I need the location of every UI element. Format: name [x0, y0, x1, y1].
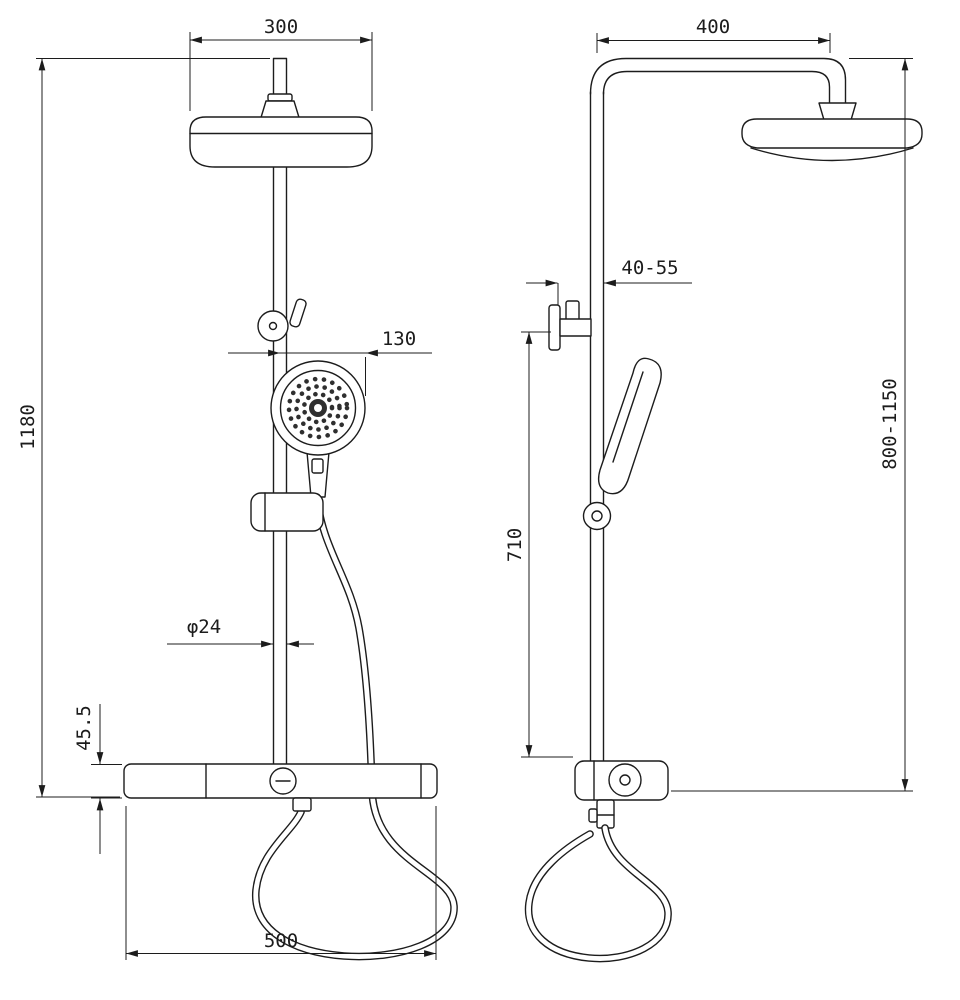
nozzle-ring-outer — [286, 376, 350, 440]
dim-130-label: 130 — [382, 328, 416, 350]
slider-holder — [250, 492, 324, 532]
wall-bracket — [548, 300, 592, 351]
diverter-lever — [289, 298, 307, 328]
dim-1180-ext — [36, 58, 270, 798]
dim-dia-label: φ24 — [187, 616, 221, 638]
dim-455-label: 45.5 — [73, 705, 95, 751]
dim-500-label: 500 — [264, 930, 298, 952]
diverter-knob — [257, 298, 307, 342]
head-cone-front — [260, 100, 300, 119]
shower-hose-front-outline — [252, 493, 458, 961]
handle-button — [311, 458, 324, 474]
overhead-shower-side — [741, 118, 923, 149]
dim-710-label: 710 — [504, 528, 526, 562]
diverter-pivot — [268, 321, 278, 331]
dim-wall-clearance: 40-55 — [526, 257, 692, 305]
nozzle-ring-middle — [294, 384, 342, 432]
dim-800-label: 800-1150 — [879, 378, 901, 470]
dim-4055-label: 40-55 — [621, 257, 678, 279]
handshower-hub-hole — [314, 404, 322, 412]
shower-hose-front-core — [253, 494, 457, 959]
bracket-arm — [559, 318, 592, 337]
shelf-mixer-bar — [123, 763, 438, 812]
dim-1180-label: 1180 — [17, 404, 39, 450]
dim-500-ext — [125, 806, 437, 960]
dim-bracket-to-mixer: 710 — [504, 331, 573, 758]
holder-side-pin — [591, 510, 603, 522]
hose-outlet-side — [596, 799, 615, 829]
hand-shower-side — [597, 357, 662, 495]
bracket-screw — [565, 300, 580, 322]
mixer-knob-side-pin — [619, 774, 631, 786]
front-view: 300 1180 130 φ24 45.5 — [17, 16, 458, 961]
dim-adjustable-height: 800-1150 — [671, 58, 913, 792]
dim-300-label: 300 — [264, 16, 298, 38]
dim-total-height: 1180 — [17, 58, 270, 798]
dim-pipe-diameter: φ24 — [167, 616, 314, 648]
shower-hose-side-outline — [524, 824, 672, 963]
side-view: 400 40-55 710 800-1150 — [504, 16, 923, 963]
hand-shower-front — [270, 360, 366, 456]
dim-455-ext — [91, 764, 122, 799]
shower-arm-inner — [602, 70, 831, 104]
outlet-tab — [588, 808, 598, 823]
dim-shelf-thickness: 45.5 — [73, 704, 122, 854]
shower-hose-side-core — [526, 825, 671, 961]
hose-outlet-front — [292, 797, 312, 812]
head-cone-side — [818, 102, 857, 121]
dim-400-label: 400 — [696, 16, 730, 38]
mixer-side — [574, 760, 669, 829]
dim-handshower-offset: 130 — [228, 328, 432, 396]
overhead-shower-side-dome — [750, 147, 914, 162]
head-flange-front — [267, 93, 293, 102]
riser-pipe-side — [589, 91, 605, 763]
dim-300-ext — [189, 32, 373, 111]
overhead-shower-front — [189, 116, 373, 168]
dim-shelf-width: 500 — [125, 806, 437, 960]
bracket-flange — [548, 304, 561, 351]
nozzle-ring-inner — [301, 391, 335, 425]
dim-800-ext — [671, 58, 913, 792]
dim-head-width: 300 — [189, 16, 373, 111]
shower-arm-outer — [589, 57, 847, 104]
dim-arm-length: 400 — [596, 16, 831, 53]
hand-shower-side-face-line — [612, 371, 644, 463]
